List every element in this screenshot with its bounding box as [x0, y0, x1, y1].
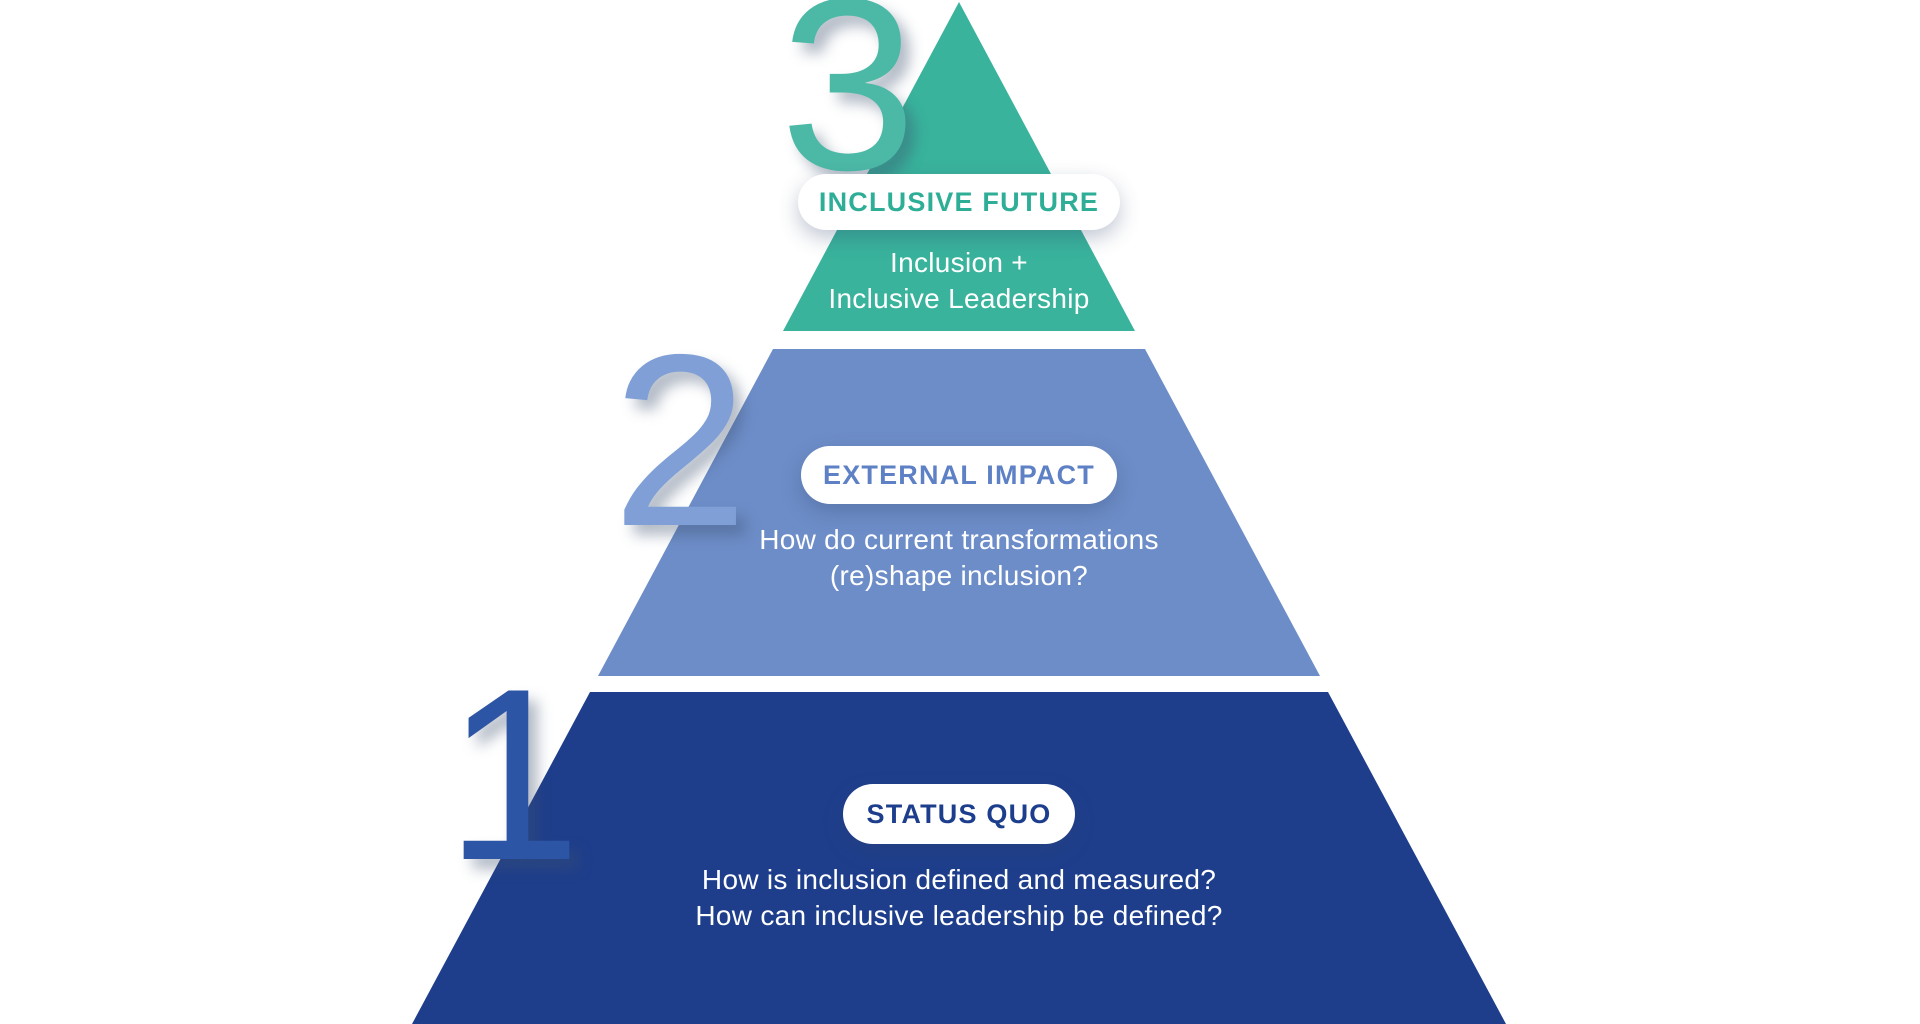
level-2-number: 2	[612, 303, 749, 577]
level-1-label-pill: STATUS QUO	[843, 784, 1075, 844]
level-1-description: How is inclusion defined and measured? H…	[559, 862, 1359, 935]
level-2-description-line-2: (re)shape inclusion?	[829, 560, 1089, 592]
level-1-description-line-2: How can inclusive leadership be defined?	[695, 900, 1223, 932]
level-2-label-pill: EXTERNAL IMPACT	[801, 446, 1117, 504]
level-3-label: INCLUSIVE FUTURE	[818, 186, 1100, 217]
level-2-description: How do current transformations (re)shape…	[559, 522, 1359, 595]
level-3-label-pill: INCLUSIVE FUTURE	[798, 174, 1120, 230]
level-3-description-line-2: Inclusive Leadership	[828, 283, 1090, 315]
level-2-label: EXTERNAL IMPACT	[822, 459, 1095, 490]
level-3-description-line-1: Inclusion +	[890, 247, 1028, 278]
level-1-description-line-1: How is inclusion defined and measured?	[701, 864, 1217, 895]
level-3-description: Inclusion + Inclusive Leadership	[559, 245, 1359, 318]
level-2-description-line-1: How do current transformations	[759, 524, 1159, 555]
level-3-number: 3	[780, 0, 917, 221]
level-1-shape	[412, 692, 1506, 1024]
level-1-number: 1	[445, 637, 582, 911]
level-1-label: STATUS QUO	[866, 798, 1052, 829]
